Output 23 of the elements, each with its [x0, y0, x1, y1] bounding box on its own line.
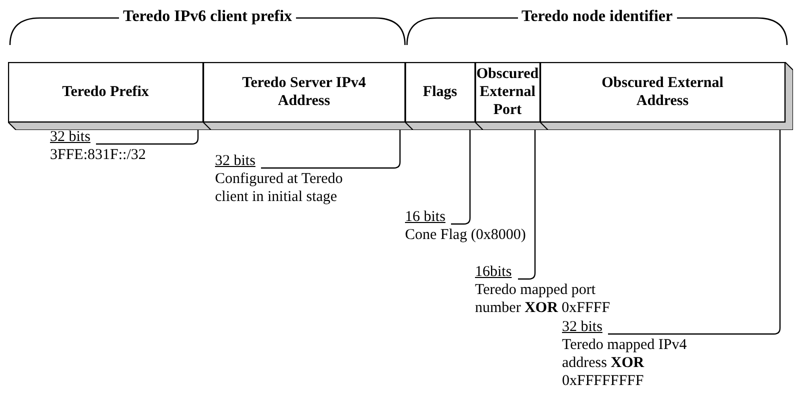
field-description: 3FFE:831F::/32 [50, 146, 146, 164]
bit-length: 32 bits [562, 318, 602, 336]
bit-length: 32 bits [215, 152, 256, 170]
leader-line [261, 130, 401, 169]
bit-length: 16bits [475, 263, 512, 281]
field-description: Cone Flag (0x8000) [405, 226, 526, 244]
field-name: Teredo Prefix [62, 83, 149, 101]
leader-line [518, 130, 536, 280]
leader-line [608, 130, 781, 335]
field-name: Teredo Server IPv4 Address [241, 74, 367, 110]
group-heading: Teredo IPv6 client prefix [119, 8, 296, 26]
field-box [475, 62, 548, 130]
bit-length: 32 bits [50, 128, 90, 146]
field-description: Teredo mapped port number XOR 0xFFFF [475, 281, 612, 317]
leader-line [451, 130, 471, 225]
field-description: Configured at Teredo client in initial stage [215, 170, 344, 206]
field-description: Teredo mapped IPv4 address XOR 0xFFFFFFFF [562, 336, 688, 390]
field-name: Flags [422, 83, 458, 101]
field-box [8, 62, 211, 130]
field-name: Obscured External Port [476, 65, 539, 119]
bit-length: 16 bits [405, 208, 446, 226]
leader-line [96, 130, 199, 145]
field-name: Obscured External Address [600, 74, 724, 110]
